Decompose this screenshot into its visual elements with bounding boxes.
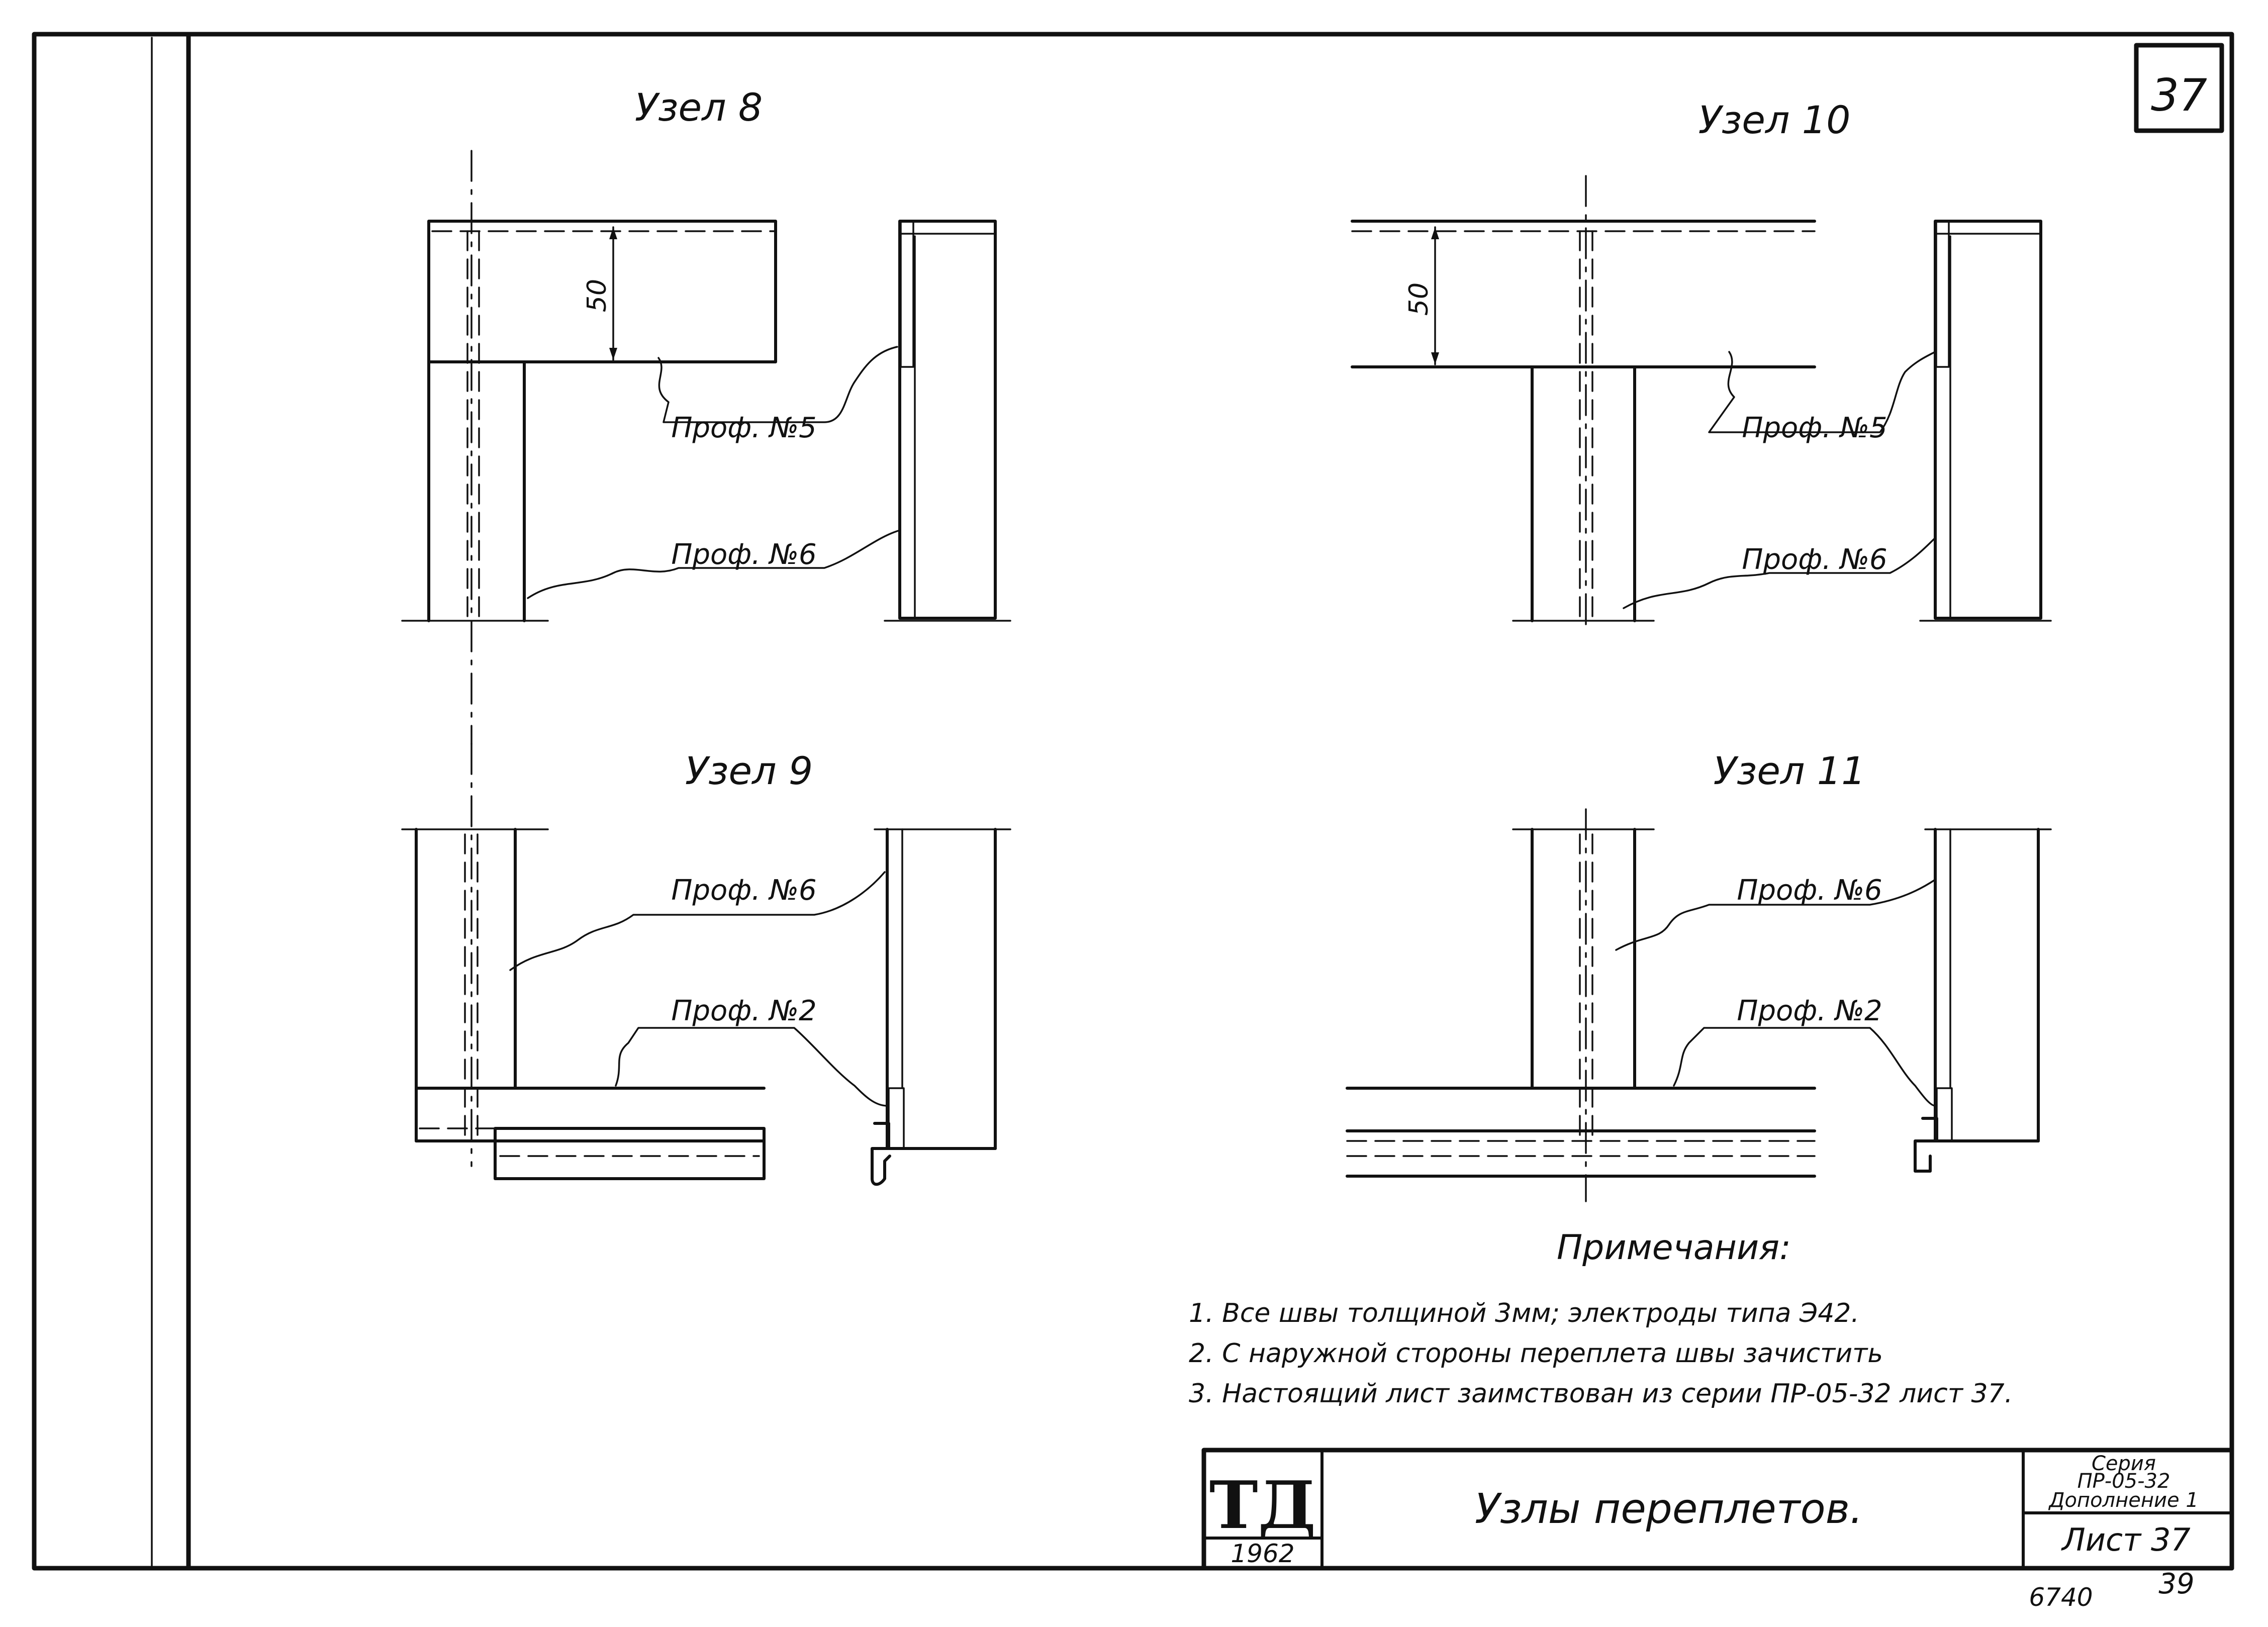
node-11-detail: Узел 11 Проф. №6 Проф. №2 xyxy=(1346,748,2052,1202)
logo: ТД xyxy=(1209,1467,1316,1544)
dimension-label: 50 xyxy=(1404,282,1434,316)
dimension-label: 50 xyxy=(582,279,612,312)
note-item: 3. Настоящий лист заимствован из серии П… xyxy=(1189,1379,2013,1409)
note-item: 2. С наружной стороны переплета швы зачи… xyxy=(1189,1338,1883,1369)
sheet-label: Лист 37 xyxy=(2061,1521,2191,1558)
series-label: Серия xyxy=(2092,1452,2156,1475)
profile-label: Проф. №2 xyxy=(1737,995,1882,1027)
supplement: Дополнение 1 xyxy=(2048,1489,2199,1512)
profile-label: Проф. №6 xyxy=(1737,874,1882,907)
node-10-detail: Узел 10 50 Проф. №5 Проф. №6 xyxy=(1351,98,2052,629)
profile-label: Проф. №5 xyxy=(1742,412,1887,444)
node-9-detail: Узел 9 Проф. №6 Проф. №2 xyxy=(401,743,1011,1186)
bottom-code: 6740 xyxy=(2029,1583,2093,1612)
node-8-detail: Узел 8 50 Проф. №5 Проф. №6 xyxy=(401,85,1011,745)
notes-block: Примечания: 1. Все швы толщиной 3мм; эле… xyxy=(1189,1228,2013,1409)
title-block: ТД 1962 Узлы переплетов. Серия ПР-05-32 … xyxy=(1201,1448,2234,1571)
profile-label: Проф. №6 xyxy=(671,538,816,571)
profile-label: Проф. №5 xyxy=(671,412,816,444)
sheet-frame xyxy=(32,32,2234,1571)
drawing-title: Узлы переплетов. xyxy=(1475,1485,1863,1533)
notes-heading: Примечания: xyxy=(1557,1228,1791,1268)
node-title: Узел 11 xyxy=(1714,748,1866,793)
bottom-number: 39 xyxy=(2158,1568,2194,1600)
year: 1962 xyxy=(1231,1539,1294,1568)
sheet-number: 37 xyxy=(2151,69,2207,121)
profile-label: Проф. №6 xyxy=(671,874,816,907)
sheet-number-box: 37 xyxy=(2134,43,2224,133)
node-title: Узел 8 xyxy=(635,85,763,130)
note-item: 1. Все швы толщиной 3мм; электроды типа … xyxy=(1189,1298,1859,1328)
node-title: Узел 10 xyxy=(1698,98,1851,142)
node-title: Узел 9 xyxy=(685,748,813,793)
series-code: ПР-05-32 xyxy=(2077,1470,2170,1493)
profile-label: Проф. №6 xyxy=(1742,543,1887,576)
profile-label: Проф. №2 xyxy=(671,995,816,1027)
